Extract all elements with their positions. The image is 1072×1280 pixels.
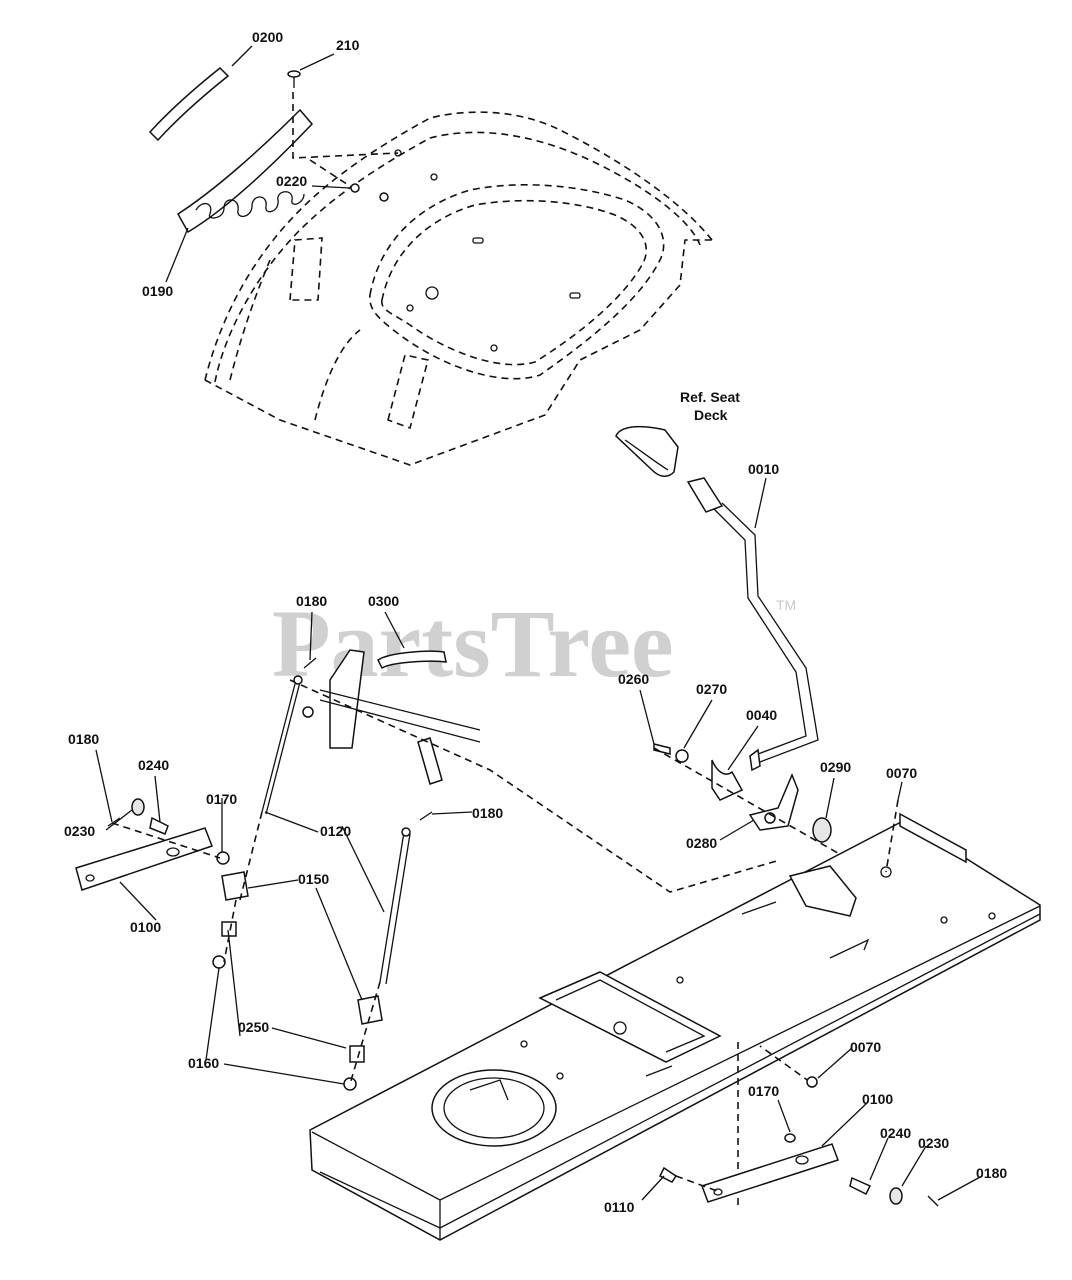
callout-210: 210 (336, 37, 360, 53)
nut-left (212, 955, 226, 969)
callout-0110: 0110 (604, 1199, 635, 1215)
callout-0230-right: 0230 (918, 1135, 949, 1151)
callout-0200: 0200 (252, 29, 283, 45)
callout-0160: 0160 (188, 1055, 219, 1071)
ref-seat-label-line2: Deck (694, 407, 728, 423)
cotter-pin-b (419, 811, 433, 821)
callout-0070-bottom: 0070 (850, 1039, 881, 1055)
callout-0100-right: 0100 (862, 1091, 893, 1107)
slotted-plate (177, 108, 314, 234)
lift-rod-left (261, 675, 303, 815)
nut-0220b (379, 192, 389, 202)
callout-0150: 0150 (298, 871, 329, 887)
frame (309, 812, 1041, 1241)
spacer-left (221, 921, 237, 937)
callout-0180-right: 0180 (976, 1165, 1007, 1181)
callout-0180-left: 0180 (68, 731, 99, 747)
callout-0290: 0290 (820, 759, 851, 775)
callout-0180-mid: 0180 (472, 805, 503, 821)
cotter-pin-a (303, 657, 317, 669)
leader-lines (95, 45, 983, 1201)
lift-shaft (302, 649, 481, 785)
nut-right (343, 1077, 357, 1091)
lift-handle (615, 425, 819, 772)
spring-assembly (653, 743, 832, 843)
callout-0180-top: 0180 (296, 593, 327, 609)
nut-0220a (350, 183, 360, 193)
callout-0170-left: 0170 (206, 791, 237, 807)
spacer-right (349, 1045, 365, 1063)
link-bracket-left (75, 798, 230, 891)
callout-0240-right: 0240 (880, 1125, 911, 1141)
lift-rod-right (379, 827, 411, 985)
callout-0100-left: 0100 (130, 919, 161, 935)
trunnion-left (221, 871, 249, 901)
watermark-trademark: TM (776, 597, 796, 613)
ref-seat-label-line1: Ref. Seat (680, 389, 740, 405)
callout-0280: 0280 (686, 835, 717, 851)
callout-0010: 0010 (748, 461, 779, 477)
callout-0260: 0260 (618, 671, 649, 687)
callout-0190: 0190 (142, 283, 173, 299)
screw-210 (287, 70, 301, 88)
trunnion-right (357, 995, 383, 1025)
callout-0230-left: 0230 (64, 823, 95, 839)
callout-0040: 0040 (746, 707, 777, 723)
callout-0300: 0300 (368, 593, 399, 609)
callout-0270: 0270 (696, 681, 727, 697)
callout-0220: 0220 (276, 173, 307, 189)
callout-0240-left: 0240 (138, 757, 169, 773)
fender-outline (204, 111, 713, 466)
callout-0070-top: 0070 (886, 765, 917, 781)
link-bracket-right (658, 1076, 939, 1207)
decal-strip (148, 66, 230, 142)
callout-0120: 0120 (320, 823, 351, 839)
callout-0250: 0250 (238, 1019, 269, 1035)
callout-0170-right: 0170 (748, 1083, 779, 1099)
